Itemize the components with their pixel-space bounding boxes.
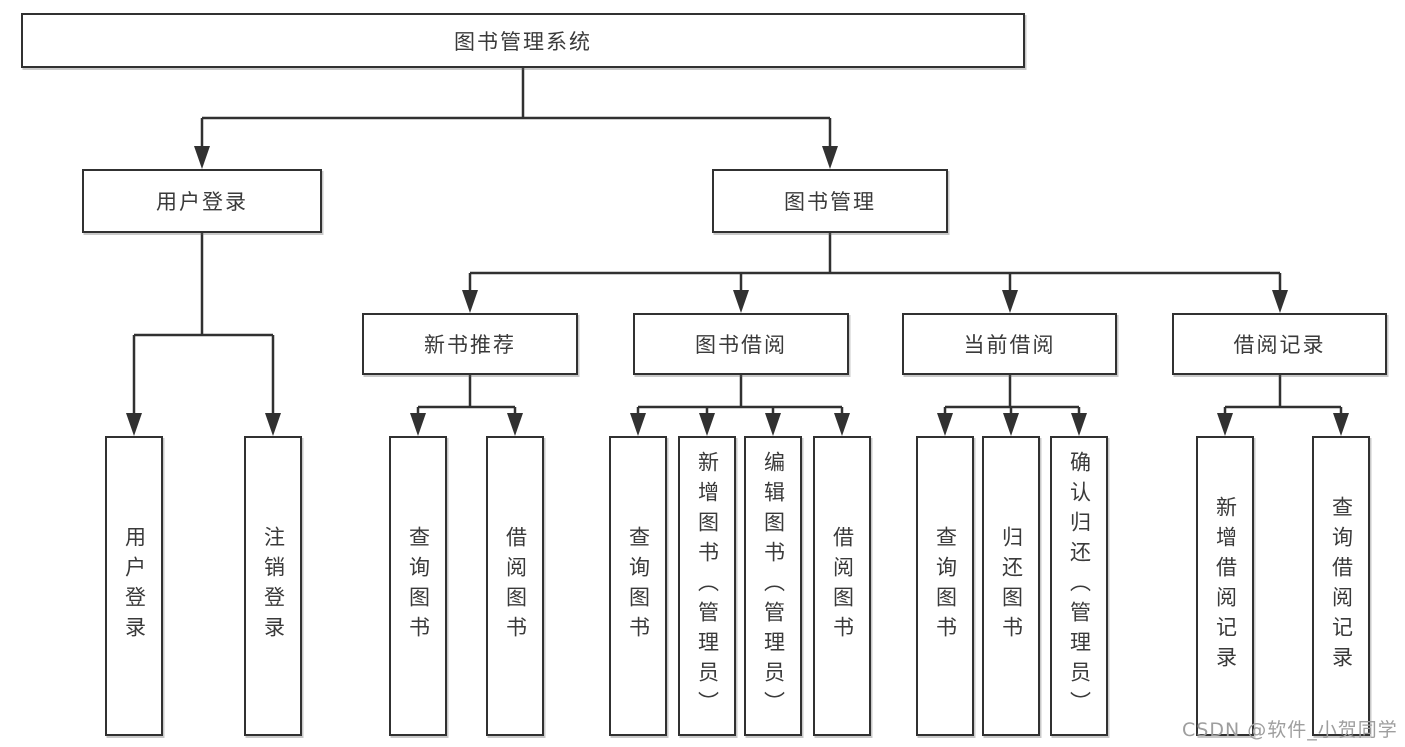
node-leaf-query-book-a-label: 查询图书 xyxy=(406,526,431,646)
arrowhead xyxy=(630,413,646,436)
node-leaf-query-record: 查询借阅记录 xyxy=(1312,436,1370,736)
node-user-login-label: 用户登录 xyxy=(156,190,248,214)
node-root-label: 图书管理系统 xyxy=(454,29,592,54)
connector-borrow-record-children xyxy=(1217,375,1349,436)
arrowhead xyxy=(126,413,142,436)
arrowhead xyxy=(822,146,838,169)
node-leaf-add-book-label: 新增图书（管理员） xyxy=(695,451,720,721)
node-leaf-add-book: 新增图书（管理员） xyxy=(678,436,736,736)
node-leaf-confirm-return: 确认归还（管理员） xyxy=(1050,436,1108,736)
arrowhead xyxy=(507,413,523,436)
connector-user-login-children xyxy=(126,233,281,436)
arrowhead xyxy=(1003,413,1019,436)
arrowhead xyxy=(1002,290,1018,313)
node-leaf-logout: 注销登录 xyxy=(244,436,302,736)
node-leaf-query-record-label: 查询借阅记录 xyxy=(1329,496,1354,676)
node-leaf-query-book-c: 查询图书 xyxy=(916,436,974,736)
node-current-borrow-label: 当前借阅 xyxy=(963,333,1056,357)
arrowhead xyxy=(1333,413,1349,436)
node-borrow-record-label: 借阅记录 xyxy=(1233,333,1326,357)
node-borrow-record: 借阅记录 xyxy=(1172,313,1387,375)
node-leaf-user-login: 用户登录 xyxy=(105,436,163,736)
arrowhead xyxy=(462,290,478,313)
arrowhead xyxy=(1071,413,1087,436)
arrowhead xyxy=(765,413,781,436)
arrowhead xyxy=(699,413,715,436)
arrowhead xyxy=(937,413,953,436)
node-leaf-borrow-book-a-label: 借阅图书 xyxy=(503,526,528,646)
node-leaf-return-book-label: 归还图书 xyxy=(999,526,1024,646)
arrowhead xyxy=(410,413,426,436)
arrowhead xyxy=(265,413,281,436)
node-root: 图书管理系统 xyxy=(21,13,1025,68)
node-leaf-confirm-return-label: 确认归还（管理员） xyxy=(1067,451,1092,721)
node-leaf-query-book-c-label: 查询图书 xyxy=(933,526,958,646)
node-current-borrow: 当前借阅 xyxy=(902,313,1117,375)
connector-new-book-rec-children xyxy=(410,375,523,436)
arrowhead xyxy=(194,146,210,169)
node-book-borrow: 图书借阅 xyxy=(633,313,849,375)
arrowhead xyxy=(1272,290,1288,313)
connector-book-mgmt-children xyxy=(462,233,1288,313)
connector-current-borrow-children xyxy=(937,375,1087,436)
node-leaf-logout-label: 注销登录 xyxy=(261,526,286,646)
connector-book-borrow-children xyxy=(630,375,850,436)
node-user-login: 用户登录 xyxy=(82,169,322,233)
node-book-mgmt-label: 图书管理 xyxy=(784,190,876,214)
node-leaf-borrow-book-a: 借阅图书 xyxy=(486,436,544,736)
arrowhead xyxy=(733,290,749,313)
node-leaf-edit-book: 编辑图书（管理员） xyxy=(744,436,802,736)
node-book-mgmt: 图书管理 xyxy=(712,169,948,233)
watermark-text: CSDN @软件_小贺同学 xyxy=(1182,719,1398,741)
node-leaf-borrow-book-b: 借阅图书 xyxy=(813,436,871,736)
node-leaf-add-record-label: 新增借阅记录 xyxy=(1213,496,1238,676)
node-new-book-rec: 新书推荐 xyxy=(362,313,578,375)
node-new-book-rec-label: 新书推荐 xyxy=(424,333,516,357)
node-leaf-borrow-book-b-label: 借阅图书 xyxy=(830,526,855,646)
node-leaf-add-record: 新增借阅记录 xyxy=(1196,436,1254,736)
arrowhead xyxy=(834,413,850,436)
node-leaf-edit-book-label: 编辑图书（管理员） xyxy=(761,451,786,721)
node-leaf-query-book-b-label: 查询图书 xyxy=(626,526,651,646)
node-leaf-user-login-label: 用户登录 xyxy=(122,526,147,646)
node-leaf-query-book-a: 查询图书 xyxy=(389,436,447,736)
node-book-borrow-label: 图书借阅 xyxy=(695,333,787,357)
connector-root-to-level2 xyxy=(194,68,838,169)
arrowhead xyxy=(1217,413,1233,436)
node-leaf-return-book: 归还图书 xyxy=(982,436,1040,736)
node-leaf-query-book-b: 查询图书 xyxy=(609,436,667,736)
